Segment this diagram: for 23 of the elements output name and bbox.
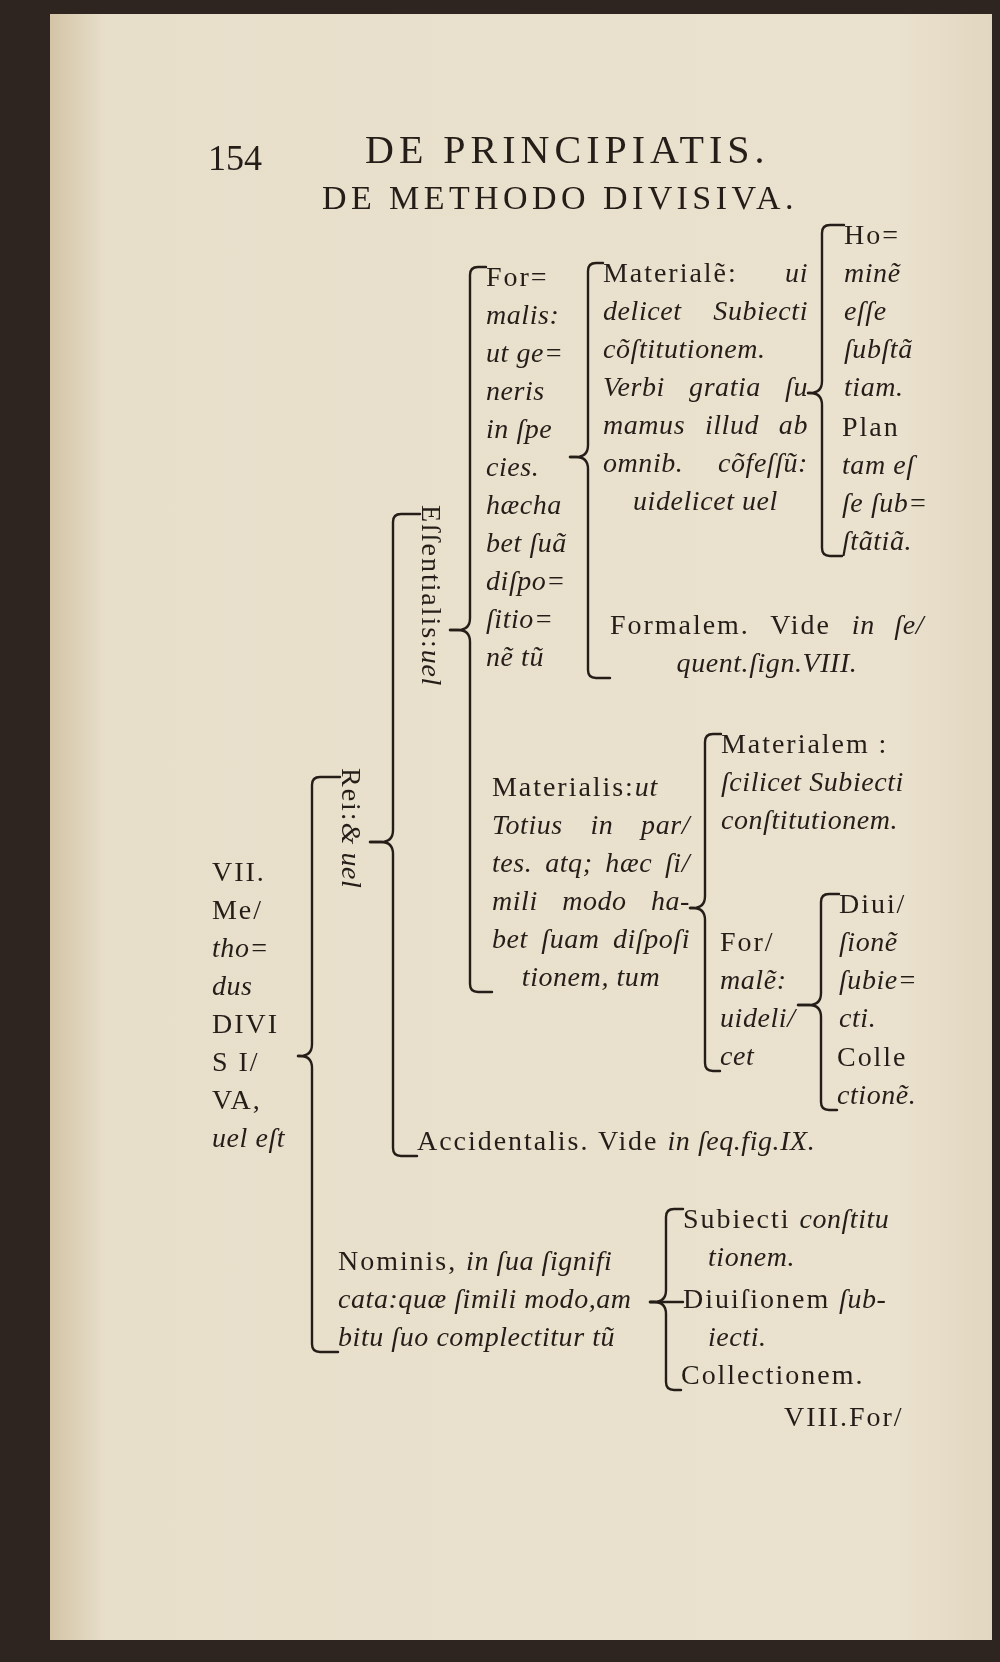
page-number: 154 bbox=[208, 140, 262, 176]
vertical-branch-text: Rei:& uel bbox=[340, 768, 370, 889]
branch-text: Materialem : ſcilicet Subiecti conſtitutionem. bbox=[721, 725, 925, 839]
branch-text: Colle ctionẽ. bbox=[837, 1038, 921, 1114]
branch-text: Materialẽ: ui delicet Subiecti cõſtitutionem. Verbi gratia ſu mamus illud ab omnib. cõfeſſũ: uidelicet uel bbox=[603, 254, 808, 520]
vertical-branch-text: Eſſentialis:uel bbox=[420, 505, 450, 686]
branch-text: For/ malẽ: uideli/ cet bbox=[720, 923, 798, 1075]
branch-text: Materialis:ut Totius in par/ tes. atq; hæc ſi/ mili modo ha- bet ſuam diſpoſi tionem, tum bbox=[492, 768, 690, 996]
branch-text: VII. Me/ tho= dus DIVI S I/ VA, uel eſt bbox=[212, 853, 298, 1157]
catchword: VIII.For/ bbox=[784, 1400, 904, 1434]
running-head: DE PRINCIPIATIS. bbox=[365, 130, 770, 170]
branch-text: Subiecti conſtitu tionem. bbox=[683, 1200, 927, 1276]
section-title: DE METHODO DIVISIVA. bbox=[322, 181, 798, 215]
branch-text: Ho= minẽ eſſe ſubſtã tiam. bbox=[844, 216, 920, 406]
branch-text: Diuiſionem ſub- iecti. bbox=[683, 1280, 927, 1356]
branch-text: Diui/ ſionẽ ſubie= cti. bbox=[839, 885, 921, 1037]
branch-text: Nominis, in ſua ſignifi cata:quæ ſimili modo,am bitu ſuo complectitur tũ bbox=[338, 1242, 650, 1356]
branch-text: Accidentalis. Vide in ſeq.fig.IX. bbox=[417, 1122, 887, 1160]
bracket-line bbox=[296, 1054, 340, 1354]
branch-text: Plan tam eſ ſe ſub= ſtãtiã. bbox=[842, 408, 930, 560]
branch-text: For= malis: ut ge= neris in ſpe cies. hæcha bet ſuã diſpo= ſitio= nẽ tũ bbox=[486, 258, 570, 676]
branch-text: Formalem. Vide in ſe/ quent.ſign.VIII. bbox=[610, 606, 924, 682]
branch-text: Collectionem. bbox=[681, 1356, 921, 1394]
